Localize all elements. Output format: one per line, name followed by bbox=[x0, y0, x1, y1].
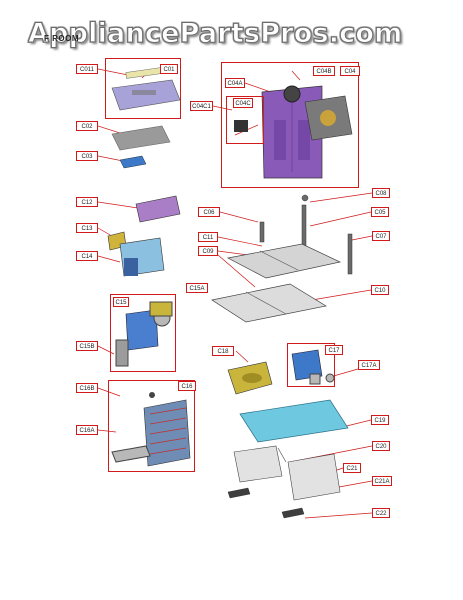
air-duct-assembly bbox=[111, 67, 181, 111]
callout-c21a: C21A bbox=[372, 476, 392, 486]
callout-c03: C03 bbox=[76, 151, 98, 161]
evaporator-cover bbox=[234, 85, 353, 179]
callout-c12: C12 bbox=[76, 197, 98, 207]
shelves bbox=[211, 243, 342, 323]
watermark-text: AppliancePartsPros.com bbox=[28, 18, 403, 50]
callout-c06: C06 bbox=[198, 207, 220, 217]
callout-c22: C22 bbox=[372, 508, 390, 518]
fan-housing bbox=[227, 361, 273, 395]
callout-c11: C11 bbox=[198, 232, 218, 242]
crisper-cover bbox=[239, 399, 349, 443]
group-box-c04 bbox=[221, 62, 359, 188]
group-box-c17 bbox=[287, 343, 335, 387]
group-box-c15 bbox=[110, 294, 176, 372]
callout-c09: C09 bbox=[198, 246, 218, 256]
callout-c16a: C16A bbox=[76, 425, 98, 435]
callout-c05: C05 bbox=[371, 207, 389, 217]
callout-c04c1: C04C1 bbox=[190, 101, 213, 111]
callout-c04b: C04B bbox=[313, 66, 335, 76]
group-box-c01 bbox=[105, 58, 181, 119]
callout-c20: C20 bbox=[372, 441, 390, 451]
callout-c19: C19 bbox=[371, 415, 389, 425]
callout-c04: C04 bbox=[340, 66, 360, 76]
callout-c10: C10 bbox=[371, 285, 389, 295]
callout-c08: C08 bbox=[372, 188, 390, 198]
group-box-c04c bbox=[226, 96, 264, 144]
callout-c17: C17 bbox=[325, 345, 343, 355]
callout-c011: C011 bbox=[76, 64, 98, 74]
callout-c07: C07 bbox=[372, 231, 390, 241]
callout-c13: C13 bbox=[76, 223, 98, 233]
ice-maker-motor bbox=[115, 301, 173, 367]
callout-c04c: C04C bbox=[233, 98, 253, 108]
insulation-sheet bbox=[111, 125, 171, 151]
callout-c15b: C15B bbox=[76, 341, 98, 351]
callout-c15: C15 bbox=[113, 297, 129, 307]
callout-c18: C18 bbox=[212, 346, 234, 356]
ice-bin bbox=[135, 195, 181, 223]
callout-c04a: C04A bbox=[225, 78, 245, 88]
damper-part bbox=[119, 155, 147, 169]
callout-c21: C21 bbox=[343, 463, 361, 473]
callout-c14: C14 bbox=[76, 251, 98, 261]
group-box-c16 bbox=[108, 380, 195, 472]
callout-c16: C16 bbox=[178, 381, 196, 391]
water-unit bbox=[291, 349, 335, 385]
ice-maker bbox=[119, 237, 165, 277]
callout-c02: C02 bbox=[76, 121, 98, 131]
callout-c16b: C16B bbox=[76, 383, 98, 393]
drawer-pads bbox=[227, 487, 305, 519]
evaporator-coil bbox=[111, 392, 191, 467]
room-label: F ROOM bbox=[44, 34, 79, 43]
crisper-drawers bbox=[233, 445, 341, 501]
callout-c17a: C17A bbox=[358, 360, 380, 370]
callout-c15a: C15A bbox=[186, 283, 208, 293]
callout-c01: C01 bbox=[160, 64, 178, 74]
